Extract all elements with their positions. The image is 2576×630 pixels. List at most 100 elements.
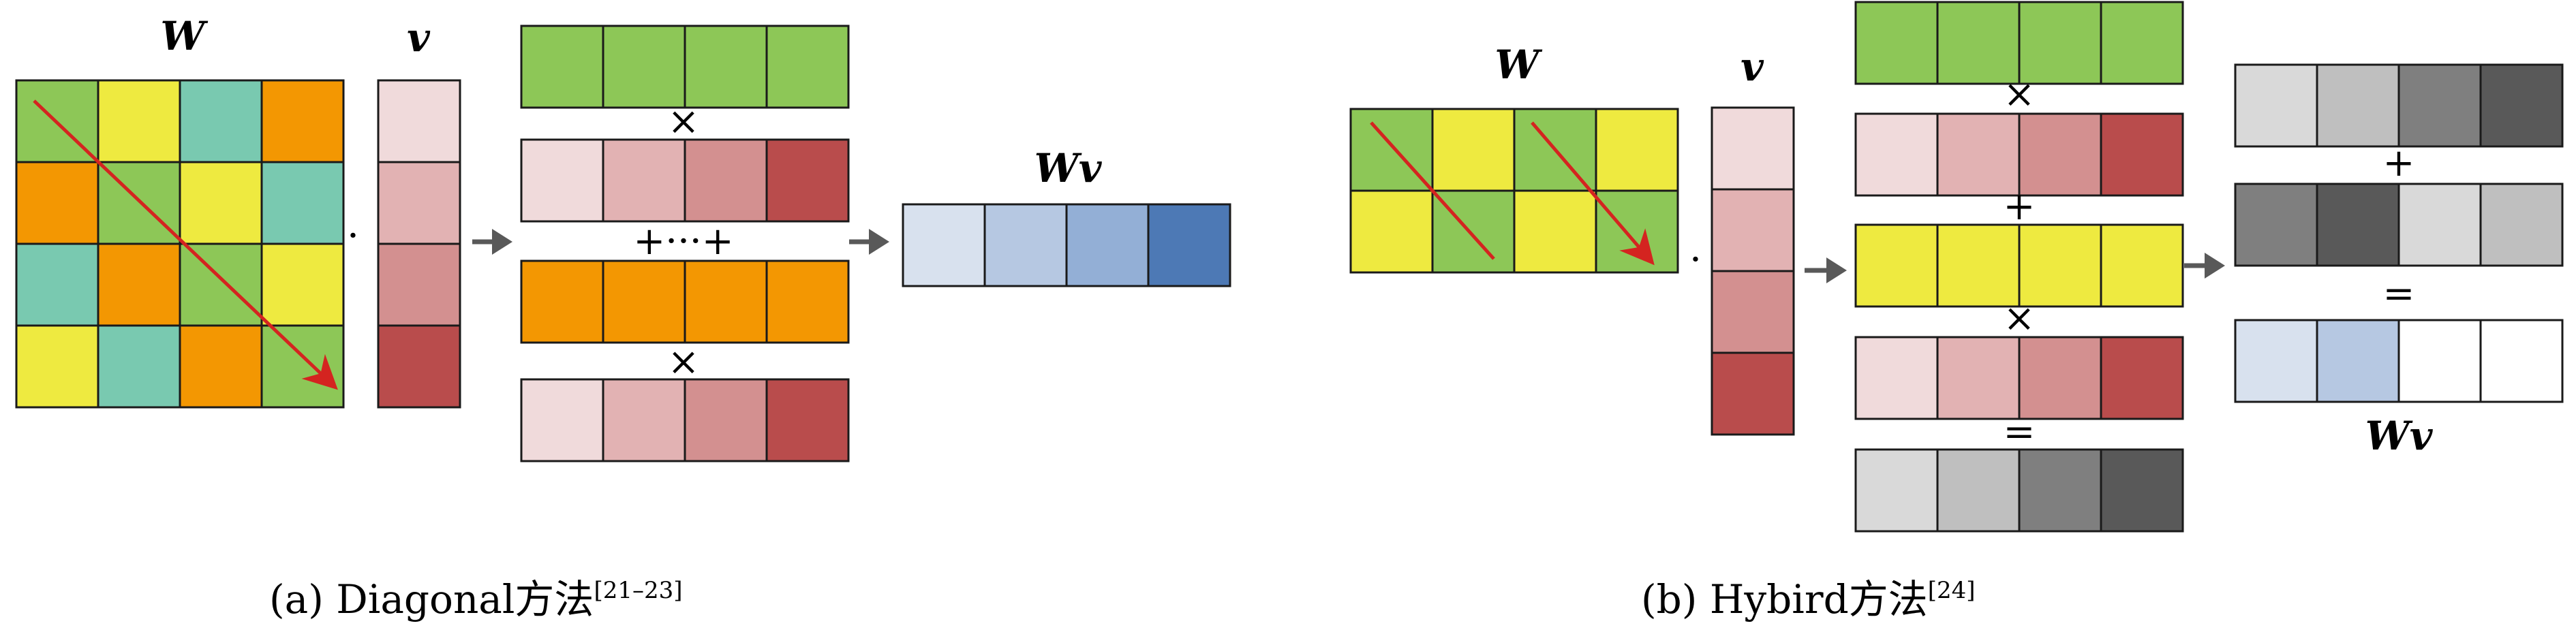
panel-a-matrix-cell bbox=[15, 324, 99, 409]
panel-b-matrix-cell bbox=[1349, 189, 1434, 274]
panel-b-right-row2-cell bbox=[2316, 183, 2400, 267]
panel-a-vector-v bbox=[377, 79, 461, 409]
panel-b-right-row3-cell bbox=[2316, 319, 2400, 403]
panel-a-matrix-cell bbox=[260, 242, 345, 327]
panel-a-stack-row4-cell bbox=[684, 378, 768, 462]
panel-a-matrix-cell bbox=[260, 79, 345, 163]
panel-a-matrix-cell bbox=[260, 161, 345, 245]
panel-b-stack-row4-cell bbox=[1936, 336, 2021, 420]
panel-b-right-row1-cell bbox=[2397, 63, 2482, 148]
panel-a-stack-row3-cell bbox=[602, 259, 686, 344]
panel-b-right-row2-cell bbox=[2234, 183, 2318, 267]
panel-a-matrix-cell bbox=[260, 324, 345, 409]
panel-b-W-label: W bbox=[1494, 42, 1542, 88]
panel-a-stack-row4-cell bbox=[520, 378, 604, 462]
panel-a-matrix-cell bbox=[179, 161, 263, 245]
panel-b-diagonal-arrow-1 bbox=[1370, 121, 1495, 260]
panel-a-result-cell bbox=[1065, 203, 1150, 287]
panel-a-result-cell bbox=[902, 203, 986, 287]
panel-b-caption-main: (b) Hybird方法 bbox=[1641, 576, 1928, 623]
panel-b-matrix-cell bbox=[1595, 189, 1679, 274]
panel-b-stack-row5-cell bbox=[1936, 448, 2021, 533]
panel-a-W-label: W bbox=[160, 13, 208, 59]
panel-a-stack-row4-cell bbox=[602, 378, 686, 462]
panel-b-stack-row4-cell bbox=[2100, 336, 2184, 420]
panel-b-dot: · bbox=[1689, 238, 1702, 282]
panel-a-vector-cell bbox=[377, 79, 461, 163]
panel-b-stack-row3-cell bbox=[2018, 223, 2102, 308]
panel-b-stack-row2-cell bbox=[2100, 112, 2184, 197]
panel-a-op-times-1: × bbox=[668, 99, 700, 144]
panel-a-op-times-2: × bbox=[668, 340, 700, 384]
panel-a-stack-row2-cell bbox=[684, 138, 768, 223]
panel-a-matrix-cell bbox=[179, 242, 263, 327]
panel-b-caption: (b) Hybird方法[24] bbox=[1641, 576, 1976, 623]
panel-a-matrix-W bbox=[15, 79, 345, 409]
panel-a-matrix-cell bbox=[15, 161, 99, 245]
panel-a-matrix-cell bbox=[97, 79, 181, 163]
panel-a-result-cell bbox=[983, 203, 1068, 287]
panel-b-vector-cell bbox=[1711, 351, 1795, 436]
panel-b-arrow-2 bbox=[2184, 253, 2225, 279]
panel-b-stack-row1-cell bbox=[1854, 1, 1939, 85]
panel-a-stack-row1-cell bbox=[602, 25, 686, 109]
panel-b-op-times-1: × bbox=[2004, 72, 2036, 116]
panel-a-stack-row1-cell bbox=[684, 25, 768, 109]
panel-b-vector-cell bbox=[1711, 188, 1795, 272]
panel-b-op-equals: = bbox=[2004, 410, 2036, 454]
panel-a-matrix-cell bbox=[179, 79, 263, 163]
panel-b-stack-row3-cell bbox=[1936, 223, 2021, 308]
panel-b-right-row1-cell bbox=[2234, 63, 2318, 148]
panel-b-vector-cell bbox=[1711, 106, 1795, 191]
panel-b-stack-row1-cell bbox=[2018, 1, 2102, 85]
panel-b-right-row3-cell bbox=[2479, 319, 2564, 403]
panel-b-vector-cell bbox=[1711, 270, 1795, 354]
panel-a-caption: (a) Diagonal方法[21–23] bbox=[269, 576, 683, 623]
panel-a-matrix-cell bbox=[97, 242, 181, 327]
panel-a-arrow-2 bbox=[849, 229, 889, 255]
panel-b-stack-row3-cell bbox=[1854, 223, 1939, 308]
panel-b-stack-row2-cell bbox=[1854, 112, 1939, 197]
panel-b-diagonal-arrow-2 bbox=[1531, 121, 1655, 266]
panel-a-matrix-cell bbox=[15, 242, 99, 327]
panel-b-right-row1-cell bbox=[2316, 63, 2400, 148]
panel-b-stack-row3-cell bbox=[2100, 223, 2184, 308]
panel-a-stack bbox=[520, 25, 850, 462]
panel-b-right-row3-cell bbox=[2397, 319, 2482, 403]
panel-a-caption-main: (a) Diagonal方法 bbox=[269, 576, 594, 623]
panel-b-stack-row2-cell bbox=[1936, 112, 2021, 197]
panel-b-matrix-cell bbox=[1513, 189, 1597, 274]
panel-b-stack-row5-cell bbox=[1854, 448, 1939, 533]
panel-b-right-row2-cell bbox=[2479, 183, 2564, 267]
panel-a-stack-row2-cell bbox=[602, 138, 686, 223]
panel-a-Wv-label: Wv bbox=[1034, 145, 1103, 191]
panel-a-vector-cell bbox=[377, 161, 461, 245]
panel-b-right-op-plus: + bbox=[2383, 141, 2415, 185]
panel-a-stack-row1-cell bbox=[520, 25, 604, 109]
panel-b-right-row2-cell bbox=[2397, 183, 2482, 267]
panel-b-right-op-equals: = bbox=[2383, 272, 2415, 316]
panel-b-stack-row4-cell bbox=[2018, 336, 2102, 420]
panel-a-stack-row2-cell bbox=[520, 138, 604, 223]
panel-a-v-label: v bbox=[407, 14, 431, 61]
panel-b-stack-row1-cell bbox=[2100, 1, 2184, 85]
panel-b-matrix-cell bbox=[1595, 108, 1679, 192]
panel-a-diagonal-arrow bbox=[33, 99, 338, 390]
panel-b-stack-row1-cell bbox=[1936, 1, 2021, 85]
panel-b-Wv-label: Wv bbox=[2365, 413, 2434, 459]
panel-b-arrow-1 bbox=[1805, 257, 1847, 283]
panel-a-stack-row4-cell bbox=[765, 378, 850, 462]
panel-a-vector-cell bbox=[377, 324, 461, 409]
panel-b-op-times-2: × bbox=[2004, 296, 2036, 341]
panel-b-matrix-cell bbox=[1431, 108, 1516, 192]
panel-b-caption-sup: [24] bbox=[1928, 577, 1976, 604]
panel-a-stack-row2-cell bbox=[765, 138, 850, 223]
panel-b-stack-row5-cell bbox=[2018, 448, 2102, 533]
panel-b-stack-row5-cell bbox=[2100, 448, 2184, 533]
panel-b-vector-v bbox=[1711, 106, 1795, 436]
panel-a-stack-row3-cell bbox=[684, 259, 768, 344]
panel-b-right-row3-cell bbox=[2234, 319, 2318, 403]
panel-a-matrix-cell bbox=[179, 324, 263, 409]
panel-b-stack-row2-cell bbox=[2018, 112, 2102, 197]
